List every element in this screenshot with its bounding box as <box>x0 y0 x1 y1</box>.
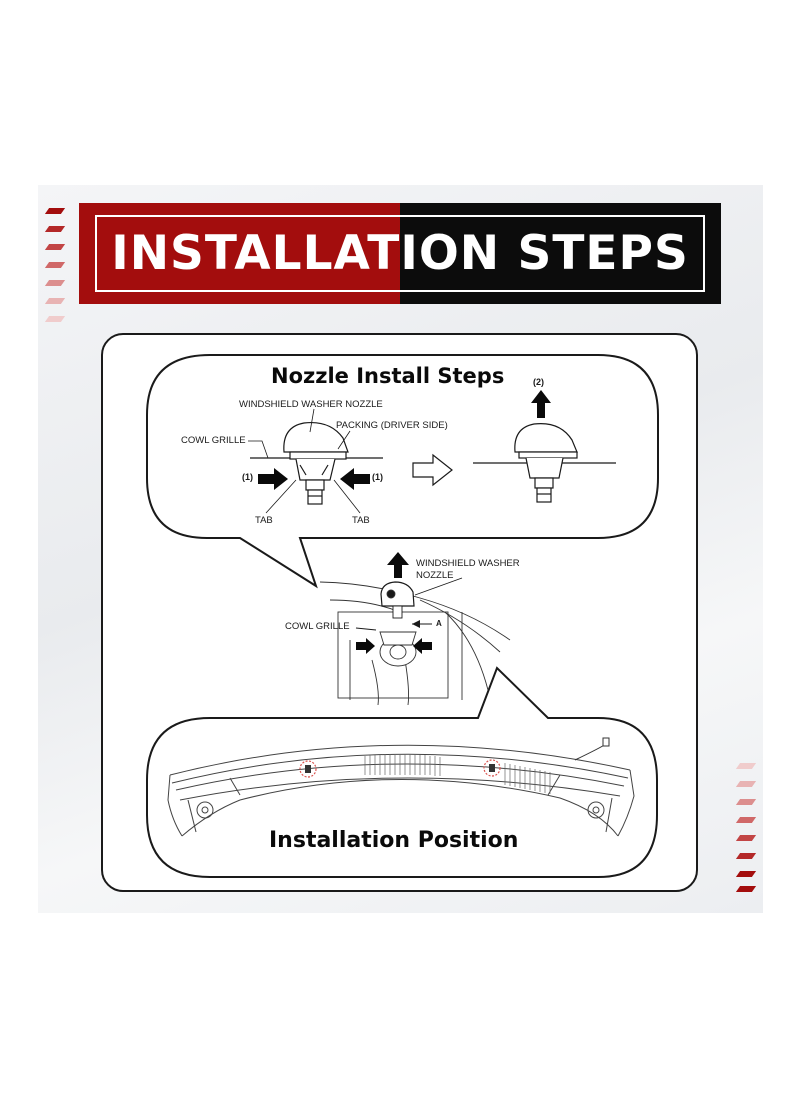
leader-lines-top <box>248 408 361 514</box>
middle-press-arrow-right-icon <box>413 638 432 654</box>
vehicle-cowl-detail-drawing <box>319 577 511 706</box>
middle-nozzle-label-line2: NOZZLE <box>416 570 454 581</box>
nozzle-steps-callout <box>146 354 659 589</box>
middle-a-label: A <box>436 619 442 628</box>
title-banner-border <box>95 215 705 292</box>
middle-press-arrow-left-icon <box>356 638 375 654</box>
press-label-left: (1) <box>242 472 253 482</box>
tab-label-left: TAB <box>255 515 273 526</box>
nozzle-label: WINDSHIELD WASHER NOZZLE <box>239 399 383 410</box>
middle-up-arrow-icon <box>387 552 409 578</box>
nozzle-position-icons <box>305 764 495 773</box>
pointer-a-icon <box>412 620 420 628</box>
title-banner <box>79 203 721 304</box>
middle-cowl-grille-label: COWL GRILLE <box>285 621 350 632</box>
nozzle-position-markers <box>299 759 501 778</box>
nozzle-removed-drawing <box>473 422 616 503</box>
press-arrow-left-icon <box>258 468 288 490</box>
installation-position-callout <box>146 666 658 878</box>
step-2-label: (2) <box>533 377 544 387</box>
nozzle-installed-drawing <box>250 421 383 505</box>
middle-nozzle-label-line1: WINDSHIELD WASHER <box>416 558 520 569</box>
press-arrow-right-icon <box>340 468 370 490</box>
banner-title: INSTALLATION STEPS <box>111 226 689 281</box>
packing-label: PACKING (DRIVER SIDE) <box>336 420 448 431</box>
installation-position-heading: Installation Position <box>269 828 519 853</box>
cowl-grille-label-top: COWL GRILLE <box>181 435 246 446</box>
next-step-arrow-icon <box>412 453 453 487</box>
tab-label-right: TAB <box>352 515 370 526</box>
up-arrow-icon <box>531 390 551 418</box>
press-label-right: (1) <box>372 472 383 482</box>
cowl-vent-grille <box>364 754 551 794</box>
nozzle-steps-heading: Nozzle Install Steps <box>271 364 505 388</box>
